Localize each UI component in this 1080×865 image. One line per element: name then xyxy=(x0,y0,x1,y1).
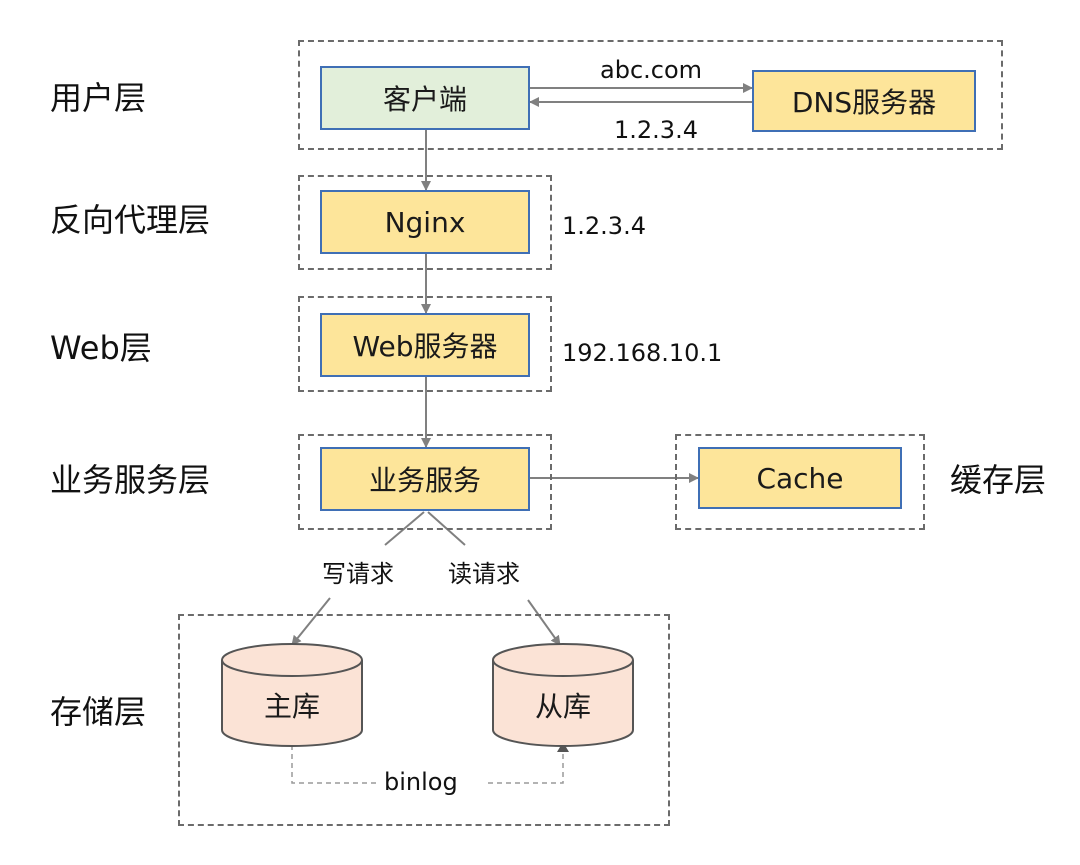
edge-label-web-ip: 192.168.10.1 xyxy=(562,339,723,367)
master-db-cylinder xyxy=(221,643,363,747)
dns-server-node-label: DNS服务器 xyxy=(791,86,937,119)
cache-node-label: Cache xyxy=(756,461,844,495)
edge-label-read-request: 读请求 xyxy=(448,560,520,588)
layer-label-storage: 存储层 xyxy=(50,693,147,731)
slave-db-cylinder xyxy=(492,643,634,747)
layer-label-proxy: 反向代理层 xyxy=(50,201,211,239)
layer-label-user: 用户层 xyxy=(50,79,147,117)
web-server-node: Web服务器 xyxy=(320,313,530,377)
slave-db-label: 从库 xyxy=(534,690,591,723)
business-layer-group xyxy=(298,434,552,530)
dns-server-node: DNS服务器 xyxy=(752,70,976,132)
storage-layer-group xyxy=(178,614,670,826)
edge-label-dns-reply: 1.2.3.4 xyxy=(614,116,698,144)
web-server-node-label: Web服务器 xyxy=(352,330,498,363)
arrow-binlog-tail xyxy=(488,748,564,784)
client-node: 客户端 xyxy=(320,66,530,130)
arrow-write-request-tail xyxy=(291,597,331,646)
layer-label-web: Web层 xyxy=(50,329,152,367)
layer-label-cache: 缓存层 xyxy=(950,461,1047,499)
arrow-binlog xyxy=(291,745,380,784)
cache-layer-group xyxy=(675,434,925,530)
nginx-node: Nginx xyxy=(320,190,530,254)
edge-label-dns-query: abc.com xyxy=(600,56,703,84)
nginx-node-label: Nginx xyxy=(384,205,466,239)
layer-label-business: 业务服务层 xyxy=(50,461,211,499)
edge-label-write-request: 写请求 xyxy=(322,560,394,588)
business-service-node: 业务服务 xyxy=(320,447,530,511)
master-db-label: 主库 xyxy=(263,690,320,723)
edge-label-binlog: binlog xyxy=(384,768,458,796)
proxy-layer-group xyxy=(298,175,552,270)
client-node-label: 客户端 xyxy=(382,83,467,116)
business-service-node-label: 业务服务 xyxy=(368,464,481,497)
cache-node: Cache xyxy=(698,447,902,509)
web-layer-group xyxy=(298,296,552,392)
arrow-read-request-tail xyxy=(527,599,561,646)
edge-label-nginx-ip: 1.2.3.4 xyxy=(562,212,646,240)
user-layer-group xyxy=(298,40,1003,150)
